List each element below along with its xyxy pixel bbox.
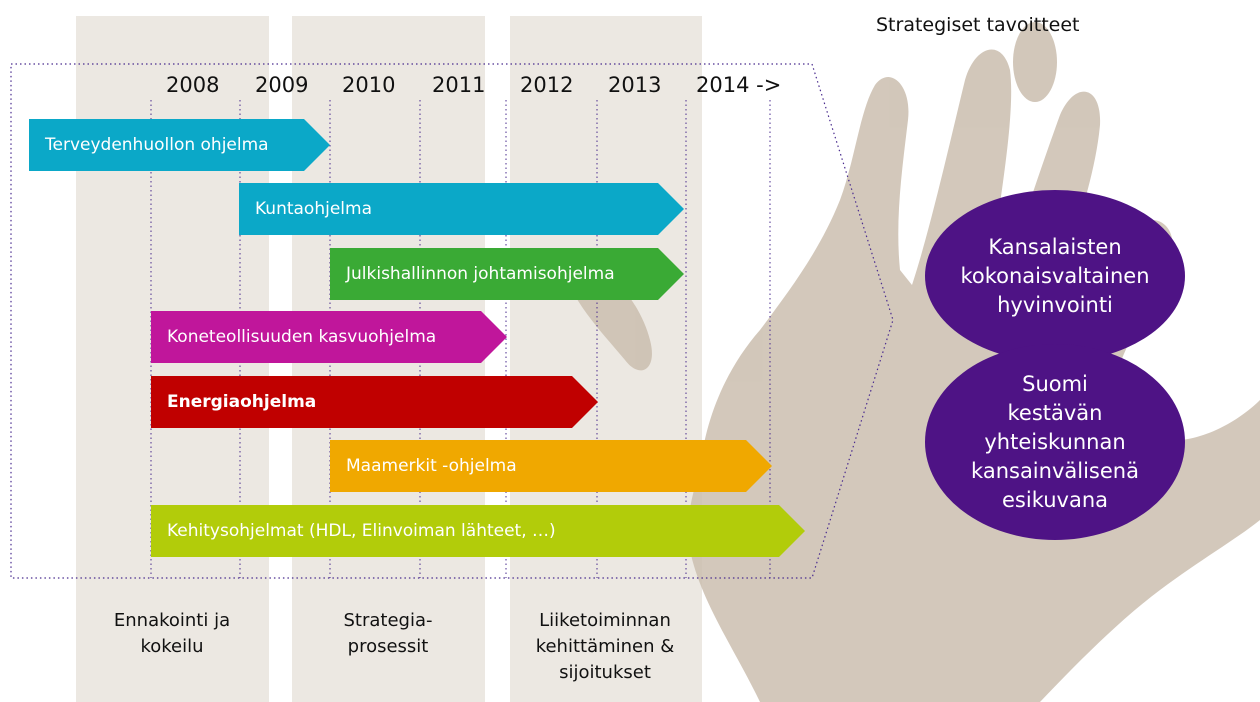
goal-esikuva: Suomi kestävän yhteiskunnan kansainvälis… [925, 344, 1185, 540]
phase-label-liiketoiminta: Liiketoiminnan kehittäminen & sijoitukse… [535, 610, 675, 683]
dotted-frame [10, 63, 894, 579]
program-label: Julkishallinnon johtamisohjelma [346, 264, 615, 284]
handprint-image [560, 22, 1260, 702]
year-2008: 2008 [166, 73, 220, 97]
program-arrow-kunta: Kuntaohjelma [239, 183, 684, 235]
phase-label-ennakointi: Ennakointi ja kokeilu [113, 610, 231, 657]
program-label: Terveydenhuollon ohjelma [45, 135, 269, 155]
program-arrow-energia: Energiaohjelma [151, 376, 598, 428]
program-arrow-terveydenhuolto: Terveydenhuollon ohjelma [29, 119, 330, 171]
year-2010: 2010 [342, 73, 396, 97]
phase-band-3 [510, 16, 702, 702]
year-2013: 2013 [608, 73, 662, 97]
phase-label-strategia: Strategia- prosessit [343, 610, 433, 657]
year-2009: 2009 [255, 73, 309, 97]
program-label: Kehitysohjelmat (HDL, Elinvoiman lähteet… [167, 521, 556, 541]
strategic-goals-heading: Strategiset tavoitteet [876, 14, 1080, 36]
goal-hyvinvointi: Kansalaisten kokonaisvaltainen hyvinvoin… [925, 190, 1185, 362]
program-label: Maamerkit -ohjelma [346, 456, 517, 476]
program-arrow-julkishallinto: Julkishallinnon johtamisohjelma [330, 248, 684, 300]
year-2014-onward: 2014 -> [696, 73, 782, 97]
year-2012: 2012 [520, 73, 574, 97]
program-label: Koneteollisuuden kasvuohjelma [167, 327, 437, 347]
program-label: Energiaohjelma [167, 392, 317, 412]
year-2011: 2011 [432, 73, 486, 97]
program-arrow-koneteollisuus: Koneteollisuuden kasvuohjelma [151, 311, 507, 363]
program-arrow-maamerkit: Maamerkit -ohjelma [330, 440, 772, 492]
program-arrow-kehitys: Kehitysohjelmat (HDL, Elinvoiman lähteet… [151, 505, 805, 557]
program-label: Kuntaohjelma [255, 199, 372, 219]
